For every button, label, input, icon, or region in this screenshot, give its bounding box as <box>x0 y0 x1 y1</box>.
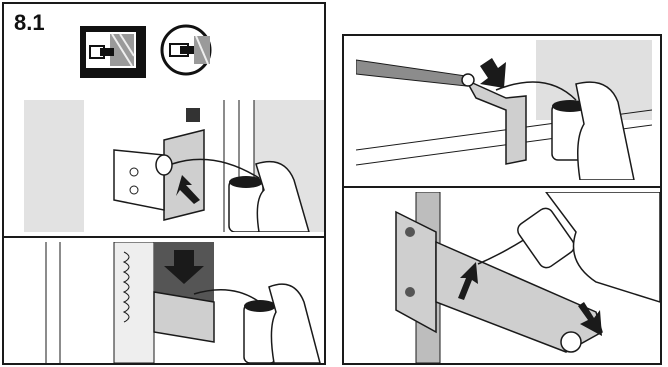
panel-divider <box>344 186 660 188</box>
lubricate-lower-hinge-pivot <box>24 100 324 232</box>
lubricate-hinge-bracket-with-screwdriver <box>356 40 652 180</box>
right-instruction-panel <box>342 34 662 365</box>
circled-hinge-icon <box>150 24 226 76</box>
left-instruction-panel: 8.1 <box>2 2 326 365</box>
dark-background-hinge-icon <box>80 26 146 78</box>
lubricate-hinge-slot-from-top <box>24 242 324 363</box>
step-number: 8.1 <box>14 10 45 36</box>
panel-divider <box>4 236 324 238</box>
lubricate-hinge-arm-joint <box>366 192 660 363</box>
